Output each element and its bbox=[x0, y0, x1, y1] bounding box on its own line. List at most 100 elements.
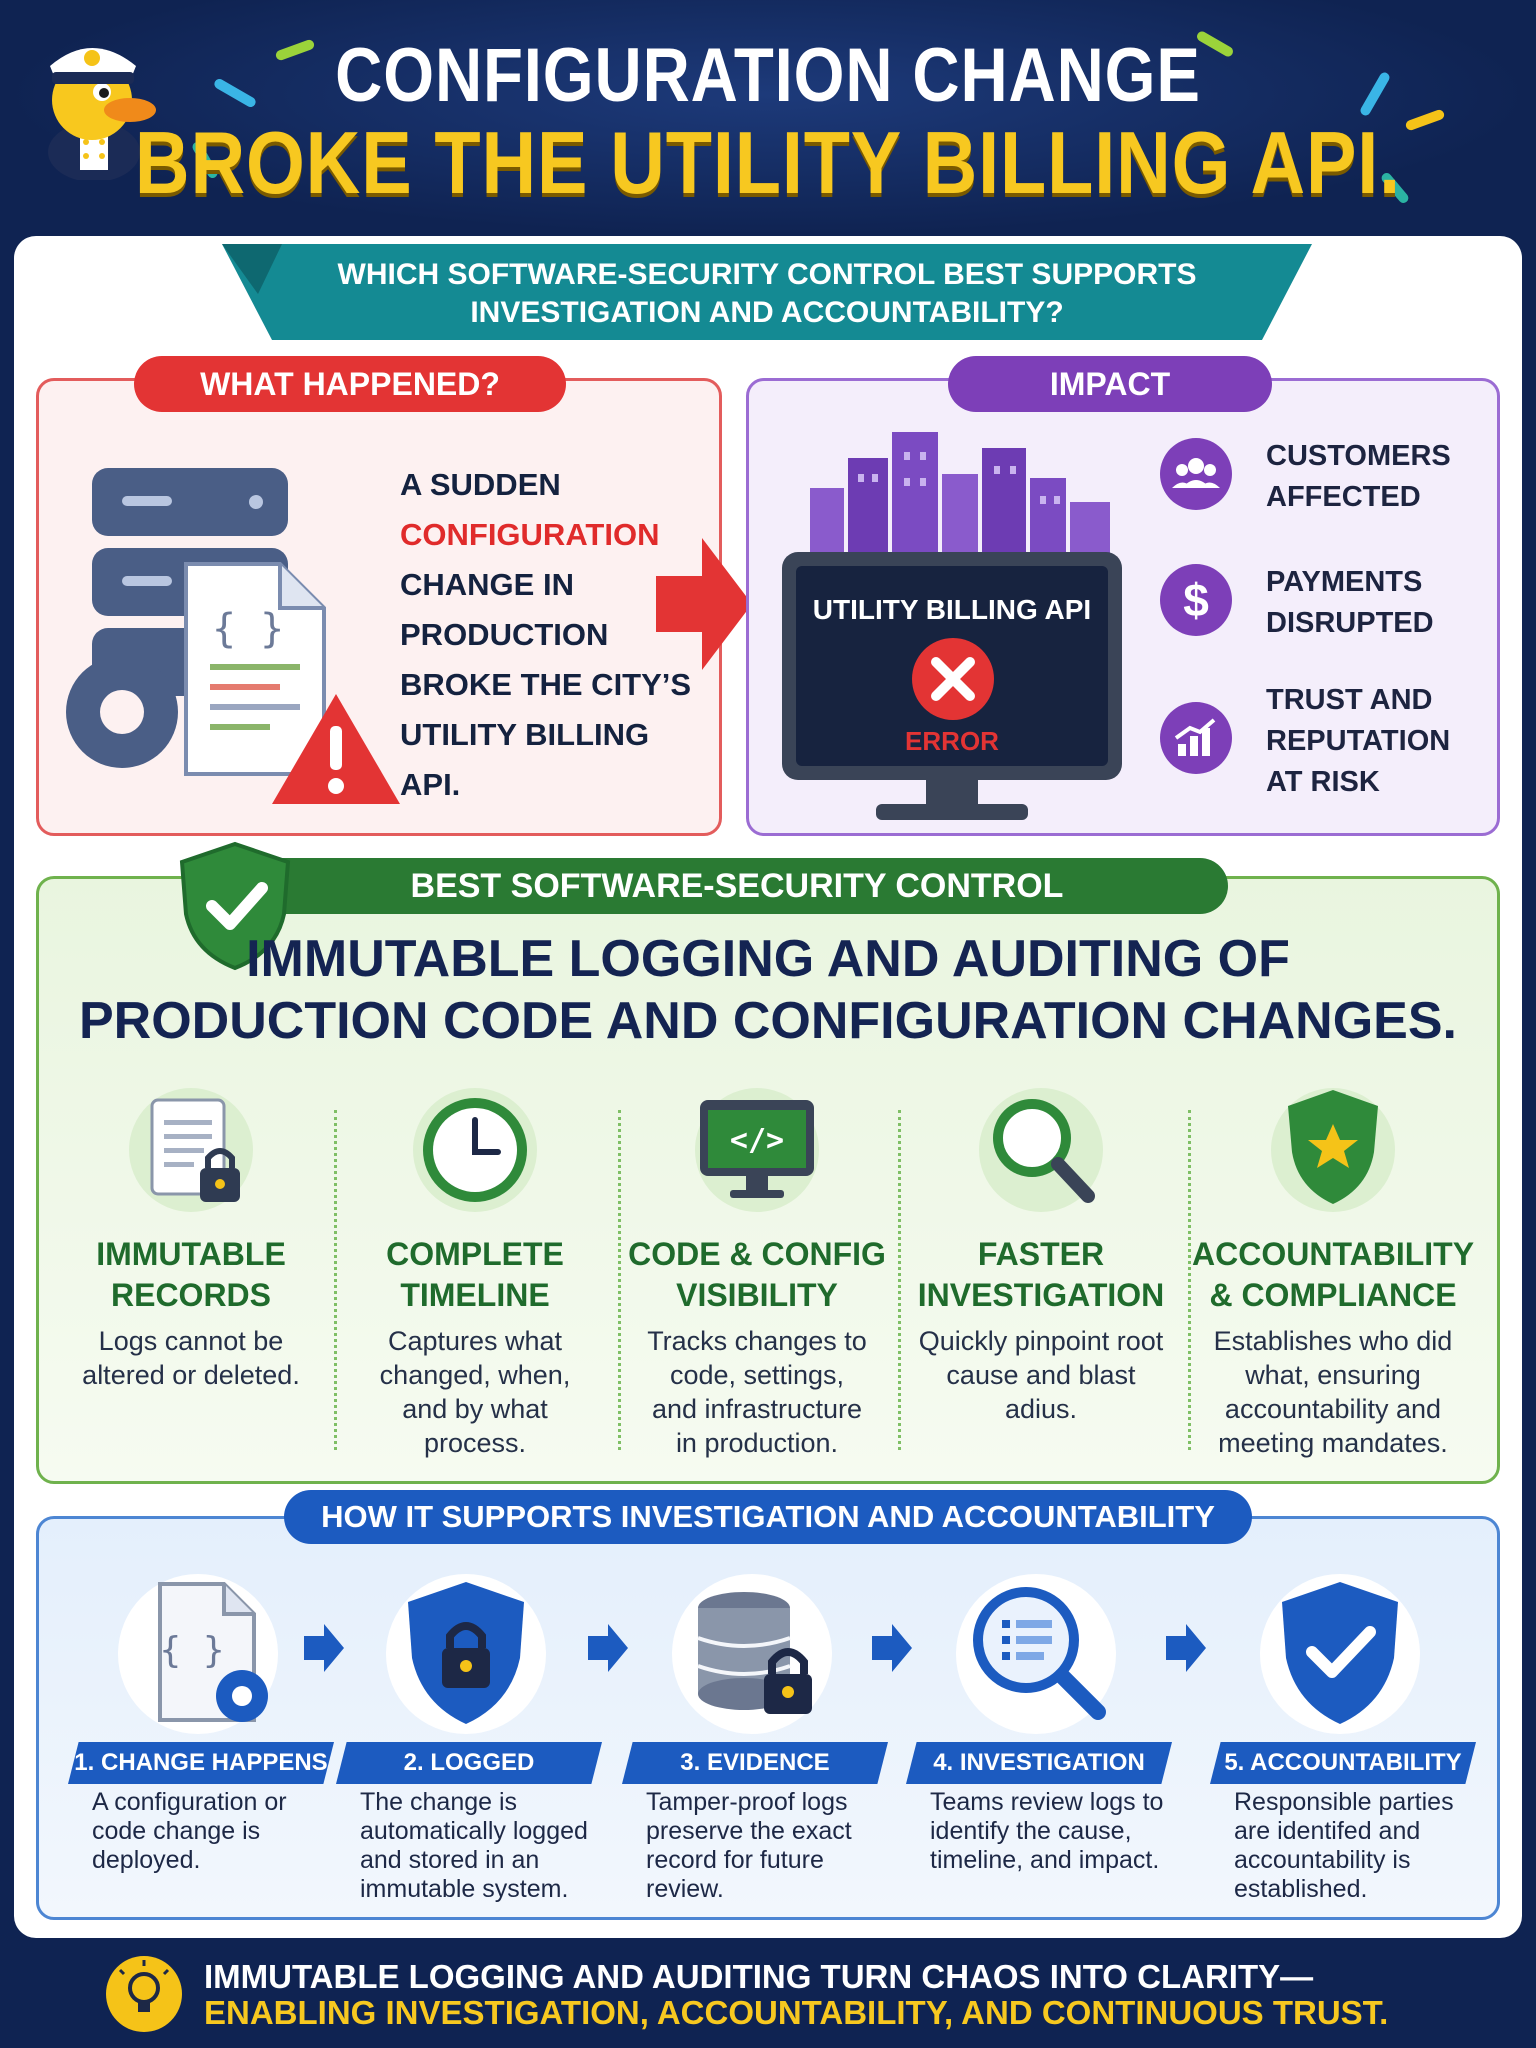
check-shield-icon bbox=[1260, 1574, 1420, 1734]
search-list-icon bbox=[956, 1574, 1116, 1734]
title-line-2: BROKE THE UTILITY BILLING API. bbox=[134, 113, 1402, 212]
feature-title: ACCOUNTABILITY & COMPLIANCE bbox=[1192, 1234, 1474, 1316]
what-line-2-highlight: CONFIGURATION bbox=[400, 517, 660, 552]
step-desc-line: code change is bbox=[92, 1817, 261, 1845]
captain-duck-mascot-icon bbox=[48, 48, 156, 180]
feature-desc-line: accountability and bbox=[1224, 1394, 1442, 1424]
step-desc-line: A configuration or bbox=[92, 1788, 287, 1816]
feature-title-line: ACCOUNTABILITY bbox=[1192, 1236, 1475, 1272]
locked-document-icon bbox=[129, 1088, 253, 1212]
step-label: 1. CHANGE HAPPENS bbox=[68, 1742, 334, 1784]
step-desc-line: deployed. bbox=[92, 1846, 201, 1874]
feature-desc-line: Logs cannot be bbox=[98, 1326, 284, 1356]
how-it-supports-heading: HOW IT SUPPORTS INVESTIGATION AND ACCOUN… bbox=[284, 1490, 1252, 1544]
feature-title-line: INVESTIGATION bbox=[917, 1277, 1165, 1313]
what-happened-text: A SUDDEN CONFIGURATION CHANGE IN PRODUCT… bbox=[400, 460, 710, 810]
feature-title: COMPLETE TIMELINE bbox=[334, 1234, 616, 1316]
impact-label-line: TRUST AND bbox=[1266, 684, 1433, 716]
feature-desc-line: process. bbox=[423, 1428, 527, 1458]
step-desc-line: automatically logged bbox=[360, 1817, 588, 1845]
impact-item: TRUST AND REPUTATION AT RISK bbox=[1160, 680, 1500, 798]
feature-title-line: CODE & CONFIG bbox=[628, 1236, 886, 1272]
feature-desc-line: Tracks changes to bbox=[647, 1326, 867, 1356]
impact-label-line: AFFECTED bbox=[1266, 481, 1421, 513]
dollar-icon: $ bbox=[1160, 564, 1232, 636]
svg-text:{ }: { } bbox=[159, 1630, 224, 1671]
server-config-warning-icon: { } bbox=[66, 468, 400, 804]
question-line-2: INVESTIGATION AND ACCOUNTABILITY? bbox=[470, 296, 1064, 329]
step-desc-line: timeline, and impact. bbox=[930, 1846, 1160, 1874]
feature-desc-line: Establishes who did bbox=[1213, 1326, 1453, 1356]
feature-desc-line: what, ensuring bbox=[1245, 1360, 1421, 1390]
step-desc-line: Tamper-proof logs bbox=[646, 1788, 848, 1816]
feature-divider bbox=[618, 1110, 621, 1450]
feature-title-line: & COMPLIANCE bbox=[1209, 1277, 1457, 1313]
step-desc-line: and stored in an bbox=[360, 1846, 540, 1874]
feature-description: Tracks changes to code, settings, and in… bbox=[616, 1324, 898, 1460]
feature-divider bbox=[334, 1110, 337, 1450]
step-description: Responsible parties are identifed and ac… bbox=[1234, 1788, 1474, 1904]
what-line-1: A SUDDEN bbox=[400, 467, 561, 502]
impact-item: $ PAYMENTS DISRUPTED bbox=[1160, 562, 1500, 662]
question-text: WHICH SOFTWARE-SECURITY CONTROL BEST SUP… bbox=[222, 256, 1312, 332]
what-line-3: CHANGE IN bbox=[400, 567, 574, 602]
feature-title-line: FASTER bbox=[977, 1236, 1105, 1272]
step-desc-line: Teams review logs to bbox=[930, 1788, 1164, 1816]
best-title-line-2: PRODUCTION CODE AND CONFIGURATION CHANGE… bbox=[79, 992, 1457, 1050]
feature-title-line: COMPLETE bbox=[386, 1236, 564, 1272]
svg-text:{ }: { } bbox=[212, 606, 284, 652]
city-skyline-icon bbox=[810, 432, 1110, 558]
feature-desc-line: and infrastructure bbox=[651, 1394, 863, 1424]
best-control-title: IMMUTABLE LOGGING AND AUDITING OF PRODUC… bbox=[36, 928, 1500, 1052]
step-desc-line: The change is bbox=[360, 1788, 518, 1816]
step-desc-line: Responsible parties bbox=[1234, 1788, 1454, 1816]
star-shield-icon bbox=[1271, 1088, 1395, 1212]
header: CONFIGURATION CHANGE BROKE THE UTILITY B… bbox=[0, 0, 1536, 236]
feature-desc-line: in production. bbox=[675, 1428, 839, 1458]
monitor-title: UTILITY BILLING API bbox=[812, 594, 1092, 625]
step-desc-line: accountability is bbox=[1234, 1846, 1411, 1874]
step-desc-line: established. bbox=[1234, 1875, 1368, 1903]
step-arrow-icon bbox=[588, 1624, 628, 1672]
monitor-icon: UTILITY BILLING API ERROR bbox=[782, 552, 1122, 780]
step-description: Teams review logs to identify the cause,… bbox=[930, 1788, 1170, 1875]
feature-title: FASTER INVESTIGATION bbox=[900, 1234, 1182, 1316]
feature-title-line: IMMUTABLE bbox=[96, 1236, 286, 1272]
monitor-status: ERROR bbox=[905, 726, 999, 756]
question-banner: WHICH SOFTWARE-SECURITY CONTROL BEST SUP… bbox=[222, 244, 1312, 340]
feature-desc-line: and by what bbox=[402, 1394, 548, 1424]
users-icon bbox=[1160, 438, 1232, 510]
feature-desc-line: cause and blast bbox=[946, 1360, 1136, 1390]
impact-label-line: AT RISK bbox=[1266, 766, 1380, 798]
what-line-4: PRODUCTION bbox=[400, 617, 609, 652]
step-description: The change is automatically logged and s… bbox=[360, 1788, 600, 1904]
step-desc-line: record for future bbox=[646, 1846, 824, 1874]
what-line-6: UTILITY BILLING API. bbox=[400, 717, 650, 802]
step-label: 2. LOGGED IMMUTABLY bbox=[336, 1742, 602, 1784]
question-line-1: WHICH SOFTWARE-SECURITY CONTROL BEST SUP… bbox=[337, 258, 1197, 291]
step-arrow-icon bbox=[304, 1624, 344, 1672]
error-x-icon bbox=[912, 638, 994, 720]
step-arrow-icon bbox=[1166, 1624, 1206, 1672]
feature-desc-line: Captures what bbox=[387, 1326, 563, 1356]
feature-title: IMMUTABLE RECORDS bbox=[50, 1234, 332, 1316]
step-desc-line: identify the cause, bbox=[930, 1817, 1132, 1845]
monitor-stand bbox=[926, 780, 978, 804]
footer-line-1: IMMUTABLE LOGGING AND AUDITING TURN CHAO… bbox=[204, 1958, 1314, 1995]
title-line-1: CONFIGURATION CHANGE bbox=[335, 33, 1201, 118]
step-desc-line: immutable system. bbox=[360, 1875, 569, 1903]
lock-shield-icon bbox=[386, 1574, 546, 1734]
best-title-line-1: IMMUTABLE LOGGING AND AUDITING OF bbox=[246, 930, 1290, 988]
locked-database-icon bbox=[672, 1574, 832, 1734]
step-label: 3. EVIDENCE PRESERVED bbox=[622, 1742, 888, 1784]
right-arrow-icon bbox=[656, 538, 752, 670]
chart-growth-icon bbox=[1160, 702, 1232, 774]
impact-label: TRUST AND REPUTATION AT RISK bbox=[1266, 680, 1496, 803]
feature-divider bbox=[1188, 1110, 1191, 1450]
svg-text:$: $ bbox=[1183, 574, 1209, 626]
impact-label-line: PAYMENTS bbox=[1266, 566, 1423, 598]
feature-description: Establishes who did what, ensuring accou… bbox=[1192, 1324, 1474, 1460]
what-line-5: BROKE THE CITY’S bbox=[400, 667, 692, 702]
feature-title: CODE & CONFIG VISIBILITY bbox=[616, 1234, 898, 1316]
feature-desc-line: meeting mandates. bbox=[1218, 1428, 1448, 1458]
